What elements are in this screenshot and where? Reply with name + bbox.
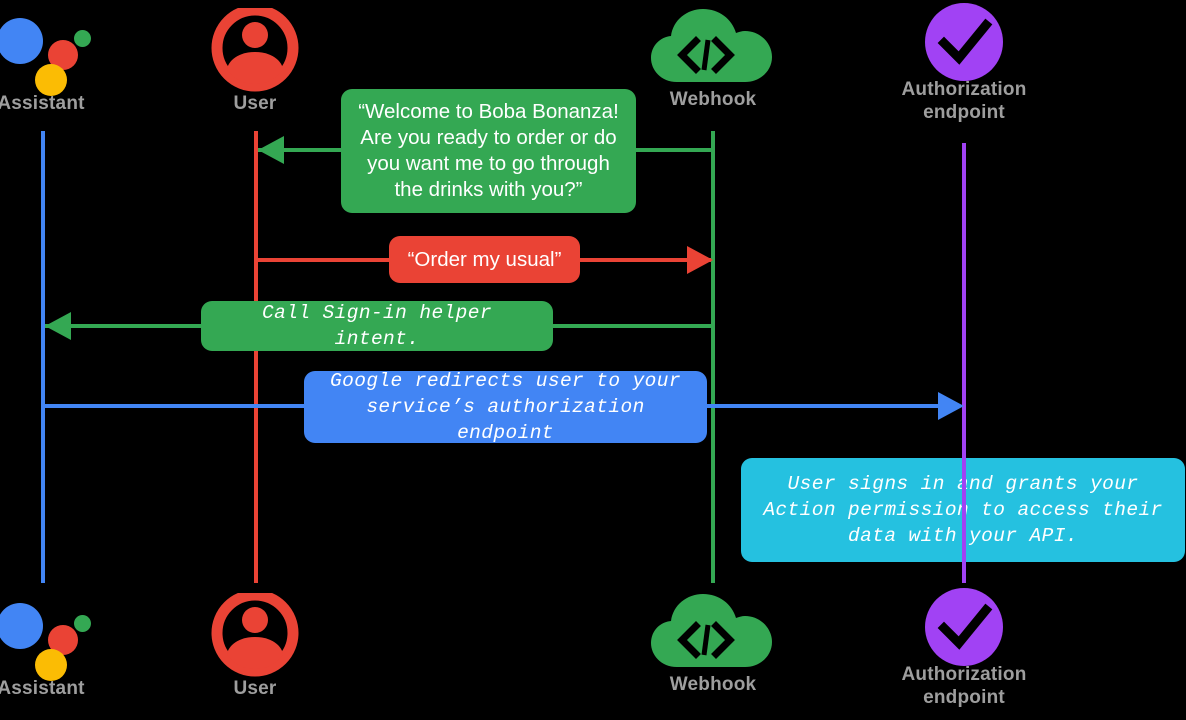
arrowhead-welcome [258, 136, 284, 164]
actor-user-bottom: User [155, 593, 355, 700]
actor-label-authorization-top: Authorization endpoint [901, 79, 1027, 123]
assistant-logo-icon [0, 8, 141, 96]
actor-label-assistant-bottom: Assistant [0, 678, 85, 699]
lifeline-webhook [711, 131, 715, 583]
actor-label-webhook-top: Webhook [669, 89, 757, 110]
arrowhead-call-signin-helper [45, 312, 71, 340]
message-text-order-my-usual: “Order my usual” [407, 247, 562, 271]
check-circle-icon [864, 0, 1064, 81]
actor-authorization-bottom: Authorization endpoint [864, 585, 1064, 709]
user-avatar-icon-bottom [155, 593, 355, 677]
actor-label-user-bottom: User [233, 678, 277, 699]
assistant-dot-blue-icon-bottom [0, 603, 43, 649]
arrowhead-google-redirect [938, 392, 964, 420]
actor-label-assistant-top: Assistant [0, 93, 85, 114]
actor-user-top: User [155, 8, 355, 115]
check-circle-icon-bottom [864, 585, 1064, 666]
assistant-dot-green-icon [74, 30, 91, 47]
assistant-dot-yellow-icon [35, 64, 67, 96]
actor-label-webhook-bottom: Webhook [669, 674, 757, 695]
lifeline-authorization [962, 143, 966, 583]
lifeline-user [254, 131, 258, 583]
lifeline-assistant [41, 131, 45, 583]
actor-webhook-bottom: Webhook [613, 589, 813, 696]
lifeline-authorization-overlay [962, 458, 966, 562]
message-bubble-order-my-usual: “Order my usual” [389, 236, 580, 283]
message-text-welcome: “Welcome to Boba Bonanza! Are you ready … [358, 100, 619, 201]
message-text-call-signin-helper: Call Sign-in helper intent. [262, 302, 492, 350]
actor-assistant-top: Assistant [0, 8, 141, 115]
message-bubble-call-signin-helper: Call Sign-in helper intent. [201, 301, 553, 351]
message-text-user-signs-in: User signs in and grants your Action per… [763, 473, 1163, 547]
cloud-code-icon-bottom [613, 589, 813, 673]
message-bubble-google-redirect: Google redirects user to your service’s … [304, 370, 707, 444]
arrowhead-order-my-usual [687, 246, 713, 274]
actor-webhook-top: Webhook [613, 4, 813, 111]
cloud-code-icon [613, 4, 813, 88]
actor-authorization-top: Authorization endpoint [864, 0, 1064, 124]
user-avatar-icon [155, 8, 355, 92]
assistant-logo-icon-bottom [0, 593, 141, 681]
assistant-dot-green-icon-bottom [74, 615, 91, 632]
message-bubble-user-signs-in: User signs in and grants your Action per… [741, 458, 1185, 562]
actor-label-authorization-bottom: Authorization endpoint [901, 664, 1027, 708]
actor-label-user-top: User [233, 93, 277, 114]
actor-assistant-bottom: Assistant [0, 593, 141, 700]
message-bubble-welcome: “Welcome to Boba Bonanza! Are you ready … [341, 89, 636, 213]
assistant-dot-blue-icon [0, 18, 43, 64]
message-text-google-redirect: Google redirects user to your service’s … [330, 370, 681, 444]
assistant-dot-yellow-icon-bottom [35, 649, 67, 681]
